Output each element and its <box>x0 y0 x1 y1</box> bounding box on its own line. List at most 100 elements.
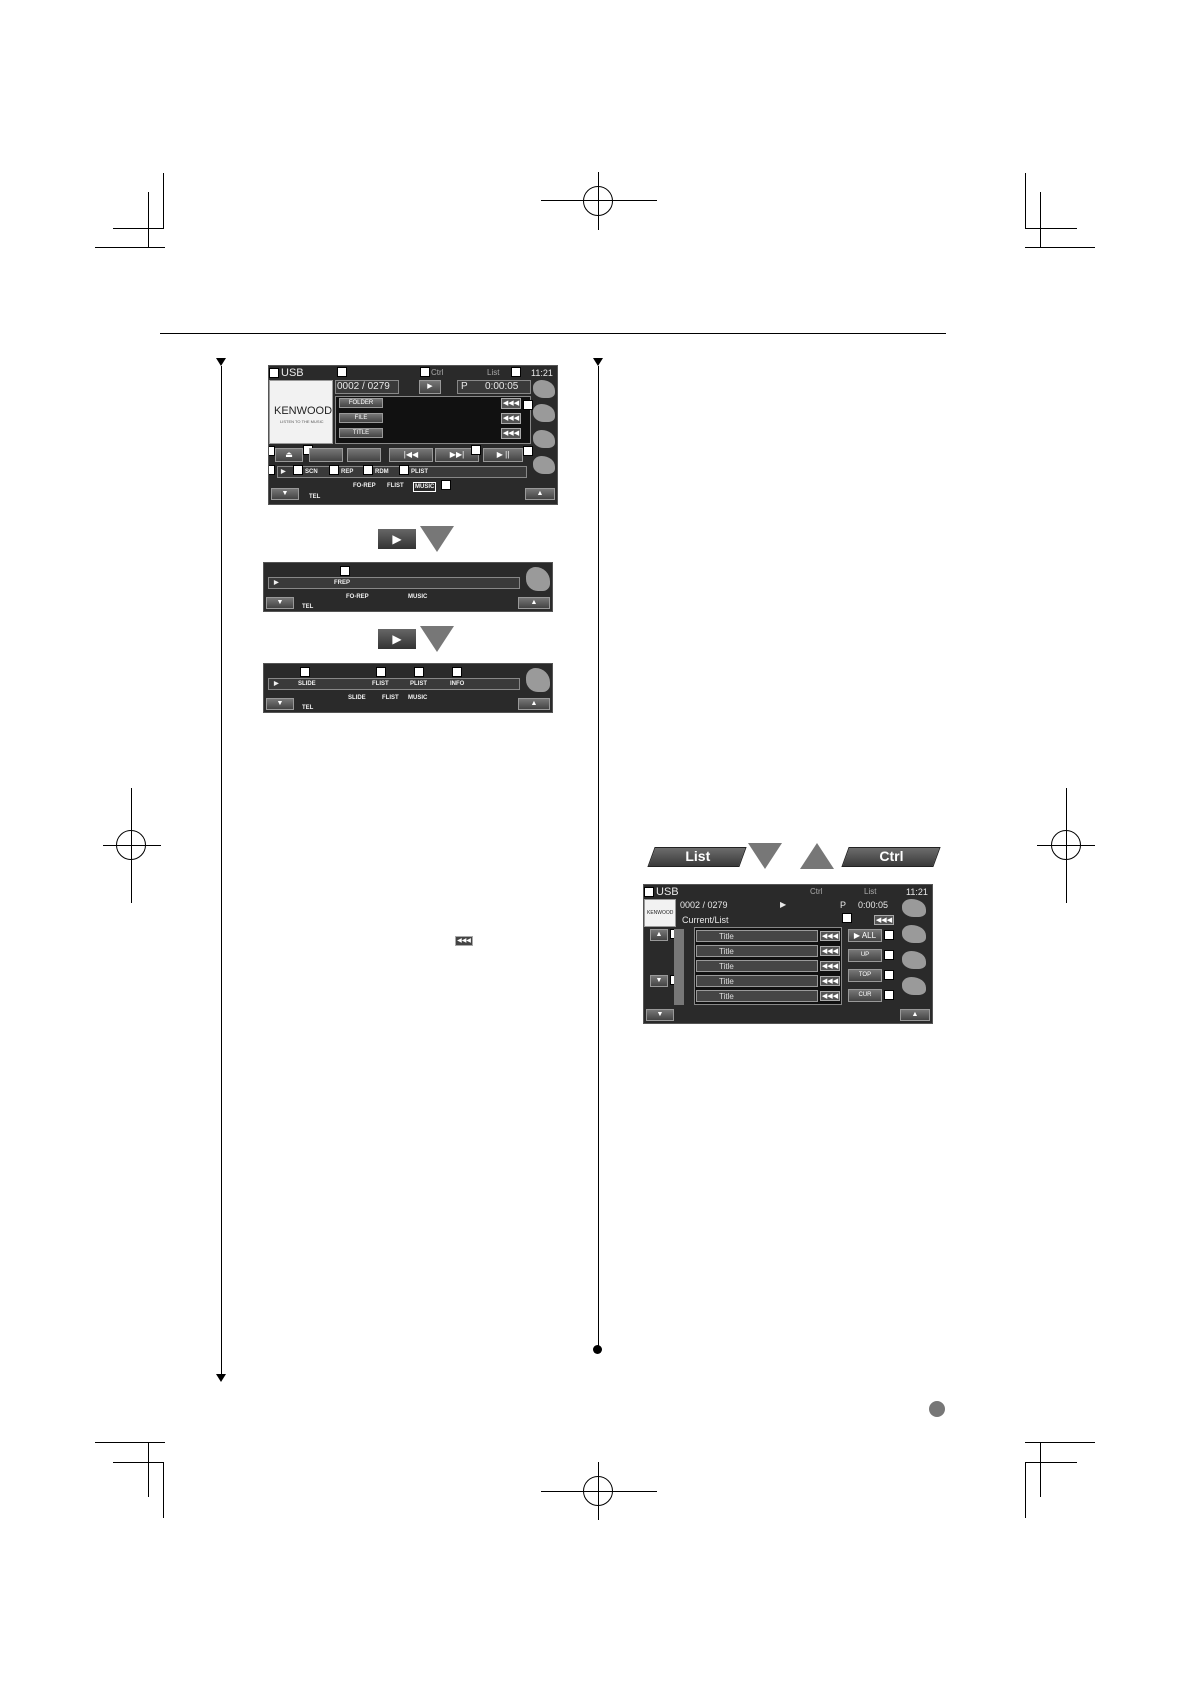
scroll-icon[interactable]: ◀◀◀ <box>501 428 521 439</box>
scroll-up-button[interactable]: ▲ <box>650 929 668 941</box>
play-pause-button[interactable]: ▶ || <box>483 448 523 462</box>
callout-marker <box>523 446 533 456</box>
tab-list[interactable]: List <box>864 887 877 896</box>
tab-ctrl[interactable]: Ctrl <box>431 368 444 377</box>
scroll-icon[interactable]: ◀◀◀ <box>820 946 840 956</box>
callout-marker <box>884 990 894 1000</box>
frep-button[interactable]: FREP <box>334 580 351 586</box>
setup-icon[interactable] <box>526 668 550 692</box>
previous-track-button[interactable]: |◀◀ <box>389 448 433 462</box>
callout-marker <box>300 667 310 677</box>
menu-icon[interactable] <box>533 380 555 398</box>
flist-button[interactable]: FLIST <box>372 681 389 687</box>
scroll-icon[interactable]: ◀◀◀ <box>501 398 521 409</box>
tel-label: TEL <box>302 705 314 711</box>
callout-marker <box>842 913 852 923</box>
top-button[interactable]: TOP <box>848 969 882 982</box>
plist-button[interactable]: PLIST <box>411 469 429 475</box>
list-item[interactable]: Title <box>696 960 818 972</box>
function-down-button[interactable]: ▼ <box>271 488 299 500</box>
scroll-down-button[interactable]: ▼ <box>650 975 668 987</box>
list-item[interactable]: Title <box>696 990 818 1002</box>
play-time: 0:00:05 <box>858 900 889 910</box>
title-label: TITLE <box>339 428 383 438</box>
scrollbar[interactable] <box>674 929 684 1005</box>
page-number-dot <box>929 1401 945 1417</box>
scroll-icon[interactable]: ◀◀◀ <box>820 931 840 941</box>
source-label: USB <box>281 367 304 379</box>
music-note-icon[interactable] <box>902 925 926 943</box>
list-tab-graphic[interactable]: List <box>647 847 747 867</box>
kenwood-logo: KENWOOD LISTEN TO THE MUSIC <box>269 380 333 444</box>
flist-label: FLIST <box>387 483 404 489</box>
cur-button[interactable]: CUR <box>848 989 882 1002</box>
eject-button[interactable]: ⏏ <box>275 448 303 462</box>
play-status-button[interactable]: ▶ <box>419 380 441 394</box>
tab-ctrl[interactable]: Ctrl <box>810 887 823 896</box>
function-down-button[interactable]: ▼ <box>266 597 294 609</box>
arrow-up-icon <box>800 843 834 869</box>
scroll-icon[interactable]: ◀◀◀ <box>820 961 840 971</box>
source-label: USB <box>656 886 679 898</box>
callout-marker <box>884 950 894 960</box>
callout-marker <box>471 445 481 455</box>
fo-rep-label: FO-REP <box>353 483 376 489</box>
setup-icon[interactable] <box>533 456 555 474</box>
scroll-icon[interactable]: ◀◀◀ <box>820 976 840 986</box>
folder-down-button[interactable] <box>309 448 343 462</box>
callout-marker <box>337 367 347 377</box>
up-button[interactable]: UP <box>848 949 882 962</box>
fo-rep-label: FO-REP <box>346 594 369 600</box>
callout-marker <box>452 667 462 677</box>
callout-marker <box>340 566 350 576</box>
callout-marker <box>293 465 303 475</box>
track-counter: 0002 / 0279 <box>337 381 390 392</box>
all-button[interactable]: ▶ ALL <box>848 929 882 942</box>
function-bar-screen-3: ▶ SLIDE FLIST PLIST INFO SLIDE FLIST MUS… <box>263 663 553 713</box>
setup-icon[interactable] <box>526 567 550 591</box>
ctrl-tab-graphic[interactable]: Ctrl <box>841 847 941 867</box>
folder-up-button[interactable] <box>347 448 381 462</box>
tel-label: TEL <box>302 604 314 610</box>
callout-marker <box>269 368 279 378</box>
slide-button[interactable]: SLIDE <box>298 681 316 687</box>
file-label: FILE <box>339 413 383 423</box>
function-down-button[interactable]: ▼ <box>266 698 294 710</box>
music-note-icon[interactable] <box>533 404 555 422</box>
plist-button[interactable]: PLIST <box>410 681 428 687</box>
function-bar-screen-2: ▶ FREP FO-REP MUSIC ▼ TEL ▲ <box>263 562 553 612</box>
scroll-icon[interactable]: ◀◀◀ <box>874 915 894 925</box>
menu-icon[interactable] <box>902 899 926 917</box>
tab-list[interactable]: List <box>487 368 500 377</box>
scroll-icon[interactable]: ◀◀◀ <box>501 413 521 424</box>
callout-marker <box>884 930 894 940</box>
current-list-label: Current/List <box>682 915 729 925</box>
callout-marker <box>420 367 430 377</box>
return-icon[interactable] <box>902 951 926 969</box>
function-up-button[interactable]: ▲ <box>525 488 555 500</box>
list-item[interactable]: Title <box>696 945 818 957</box>
music-label: MUSIC <box>413 482 437 492</box>
function-down-button[interactable]: ▼ <box>646 1009 674 1021</box>
repeat-button[interactable]: REP <box>341 469 354 475</box>
function-up-button[interactable]: ▲ <box>900 1009 930 1021</box>
flist-label: FLIST <box>382 695 399 701</box>
scan-button[interactable]: SCN <box>305 469 318 475</box>
return-icon[interactable] <box>533 430 555 448</box>
list-item[interactable]: Title <box>696 930 818 942</box>
scroll-icon: ◀◀◀ <box>455 936 473 946</box>
list-item[interactable]: Title <box>696 975 818 987</box>
callout-marker <box>329 465 339 475</box>
function-up-button[interactable]: ▲ <box>518 597 550 609</box>
random-button[interactable]: RDM <box>375 469 389 475</box>
music-label: MUSIC <box>408 695 428 701</box>
callout-marker <box>376 667 386 677</box>
info-button[interactable]: INFO <box>450 681 465 687</box>
setup-icon[interactable] <box>902 977 926 995</box>
next-track-button[interactable]: ▶▶| <box>435 448 479 462</box>
function-up-button[interactable]: ▲ <box>518 698 550 710</box>
clock: 11:21 <box>531 368 553 378</box>
callout-marker <box>269 446 275 456</box>
scroll-icon[interactable]: ◀◀◀ <box>820 991 840 1001</box>
clock: 11:21 <box>906 887 928 897</box>
